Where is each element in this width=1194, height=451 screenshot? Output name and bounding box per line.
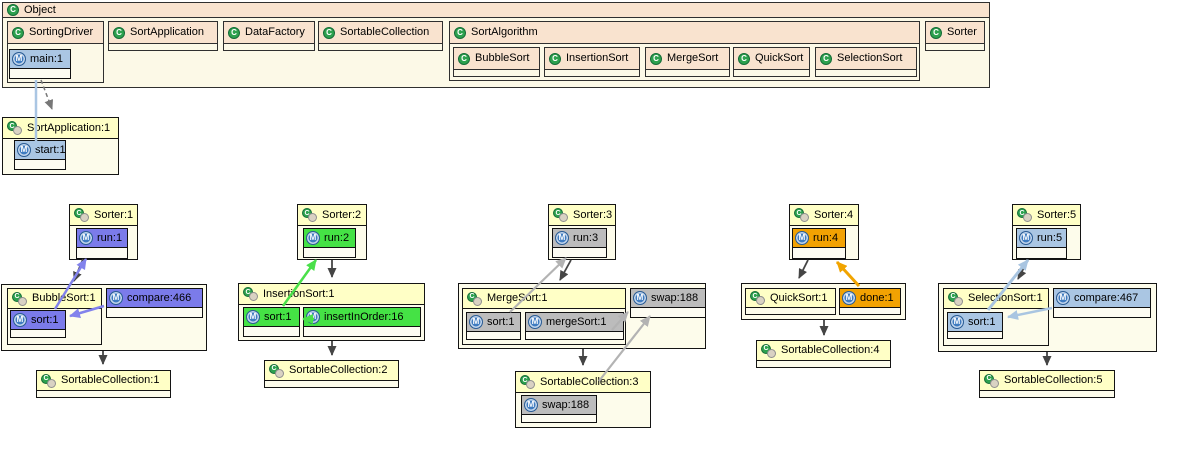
- class-icon: C: [454, 26, 466, 39]
- method-icon: M: [469, 315, 483, 329]
- class-icon: C: [7, 4, 19, 16]
- class-box-sortablecollection[interactable]: C SortableCollection: [318, 21, 443, 51]
- object-icon: C: [269, 363, 284, 378]
- instance-box-sortablecollection-2[interactable]: C SortableCollection:2: [264, 360, 399, 388]
- method-box-compare-467[interactable]: M compare:467: [1053, 288, 1151, 318]
- method-icon: M: [306, 310, 320, 324]
- method-box-run-1[interactable]: M run:1: [76, 228, 128, 259]
- class-label-sorter: Sorter: [947, 26, 977, 38]
- class-box-quicksort[interactable]: C QuickSort: [733, 47, 810, 77]
- method-box-run-4[interactable]: M run:4: [792, 228, 846, 259]
- method-box-insertinorder-16[interactable]: M insertInOrder:16: [303, 307, 421, 337]
- method-icon: M: [306, 231, 320, 245]
- method-icon: M: [1056, 291, 1070, 305]
- class-label-datafactory: DataFactory: [245, 26, 305, 38]
- class-icon: C: [323, 26, 335, 39]
- method-box-compare-466[interactable]: M compare:466: [106, 288, 203, 318]
- class-box-object-header: C Object: [3, 3, 989, 18]
- method-icon: M: [13, 313, 27, 327]
- method-label-main: main:1: [30, 52, 64, 65]
- class-icon: C: [12, 26, 24, 39]
- object-icon: C: [520, 375, 535, 389]
- method-box-run-2[interactable]: M run:2: [303, 228, 356, 258]
- instance-label-sortapplication-1: SortApplication:1: [27, 121, 111, 134]
- method-box-done-1[interactable]: M done:1: [839, 288, 901, 315]
- method-icon: M: [246, 310, 260, 324]
- class-label-quicksort: QuickSort: [755, 52, 804, 64]
- object-icon: C: [41, 373, 56, 388]
- class-label-insertionsort: InsertionSort: [566, 52, 629, 64]
- object-icon: C: [948, 291, 963, 306]
- method-icon: M: [17, 143, 31, 157]
- instance-box-quicksort-1[interactable]: C QuickSort:1: [745, 288, 836, 315]
- method-icon: M: [795, 231, 809, 245]
- method-box-mergesort-sort[interactable]: M sort:1: [466, 312, 521, 340]
- method-icon: M: [79, 231, 93, 245]
- instance-box-sortablecollection-1[interactable]: C SortableCollection:1: [36, 370, 171, 398]
- class-icon: C: [820, 52, 832, 65]
- method-box-swap-188-collection[interactable]: M swap:188: [521, 395, 597, 423]
- call-edge-sorter5-selectionsort: [1017, 259, 1029, 280]
- method-box-selectionsort-sort[interactable]: M sort:1: [947, 312, 1003, 339]
- class-icon: C: [458, 52, 470, 65]
- object-icon: C: [12, 291, 27, 306]
- class-box-sorter[interactable]: C Sorter: [925, 21, 985, 51]
- object-icon: C: [750, 291, 765, 305]
- method-box-start[interactable]: M start:1: [14, 140, 66, 170]
- object-icon: C: [794, 208, 809, 222]
- class-box-bubblesort[interactable]: C BubbleSort: [453, 47, 540, 77]
- object-icon: C: [984, 373, 999, 388]
- method-box-insertionsort-sort[interactable]: M sort:1: [243, 307, 300, 337]
- class-box-insertionsort[interactable]: C InsertionSort: [544, 47, 640, 77]
- method-icon: M: [1019, 231, 1033, 245]
- class-label-selectionsort: SelectionSort: [837, 52, 903, 64]
- call-edge-run1-bubblesort: [73, 258, 84, 282]
- object-icon: C: [467, 291, 482, 306]
- object-icon: C: [553, 208, 568, 222]
- object-icon: C: [1017, 208, 1032, 222]
- class-box-datafactory[interactable]: C DataFactory: [223, 21, 315, 51]
- method-icon: M: [12, 52, 26, 66]
- object-icon: C: [302, 208, 317, 222]
- class-label-sortablecollection: SortableCollection: [340, 26, 430, 38]
- class-icon: C: [549, 52, 561, 65]
- method-box-mergesort-mergesort[interactable]: M mergeSort:1: [525, 312, 624, 340]
- method-icon: M: [524, 398, 538, 412]
- class-label-sortingdriver: SortingDriver: [29, 26, 94, 38]
- call-edge-sorter4-quicksort: [798, 259, 809, 279]
- class-box-selectionsort[interactable]: C SelectionSort: [815, 47, 917, 77]
- method-box-main[interactable]: M main:1: [9, 49, 71, 79]
- class-label-sortalgorithm: SortAlgorithm: [471, 26, 538, 38]
- object-icon: C: [7, 121, 22, 135]
- class-box-sortapplication[interactable]: C SortApplication: [108, 21, 218, 51]
- method-icon: M: [109, 291, 123, 305]
- class-box-mergesort[interactable]: C MergeSort: [645, 47, 730, 77]
- method-icon: M: [950, 315, 964, 329]
- method-label-start: start:1: [35, 143, 66, 156]
- class-label-mergesort: MergeSort: [667, 52, 719, 64]
- method-icon: M: [528, 315, 542, 329]
- method-box-run-5[interactable]: M run:5: [1016, 228, 1067, 259]
- instance-box-sortablecollection-5[interactable]: C SortableCollection:5: [979, 370, 1115, 398]
- object-icon: C: [761, 343, 776, 358]
- object-icon: C: [74, 208, 89, 222]
- method-box-run-3[interactable]: M run:3: [552, 228, 607, 258]
- object-icon: C: [243, 287, 258, 301]
- method-icon: M: [633, 291, 647, 305]
- class-icon: C: [113, 26, 125, 39]
- method-icon: M: [842, 291, 856, 305]
- class-label-object: Object: [24, 3, 56, 16]
- method-box-bubblesort-sort[interactable]: M sort:1: [10, 310, 66, 338]
- call-edge-run3-mergesort: [559, 259, 572, 281]
- class-icon: C: [650, 52, 662, 65]
- class-icon: C: [930, 26, 942, 39]
- instance-box-sortablecollection-4[interactable]: C SortableCollection:4: [756, 340, 891, 368]
- method-box-swap-188-outer[interactable]: M swap:188: [630, 288, 706, 318]
- class-label-sortapplication: SortApplication: [130, 26, 204, 38]
- class-label-bubblesort: BubbleSort: [475, 52, 530, 64]
- method-icon: M: [555, 231, 569, 245]
- class-icon: C: [228, 26, 240, 39]
- class-icon: C: [738, 52, 750, 65]
